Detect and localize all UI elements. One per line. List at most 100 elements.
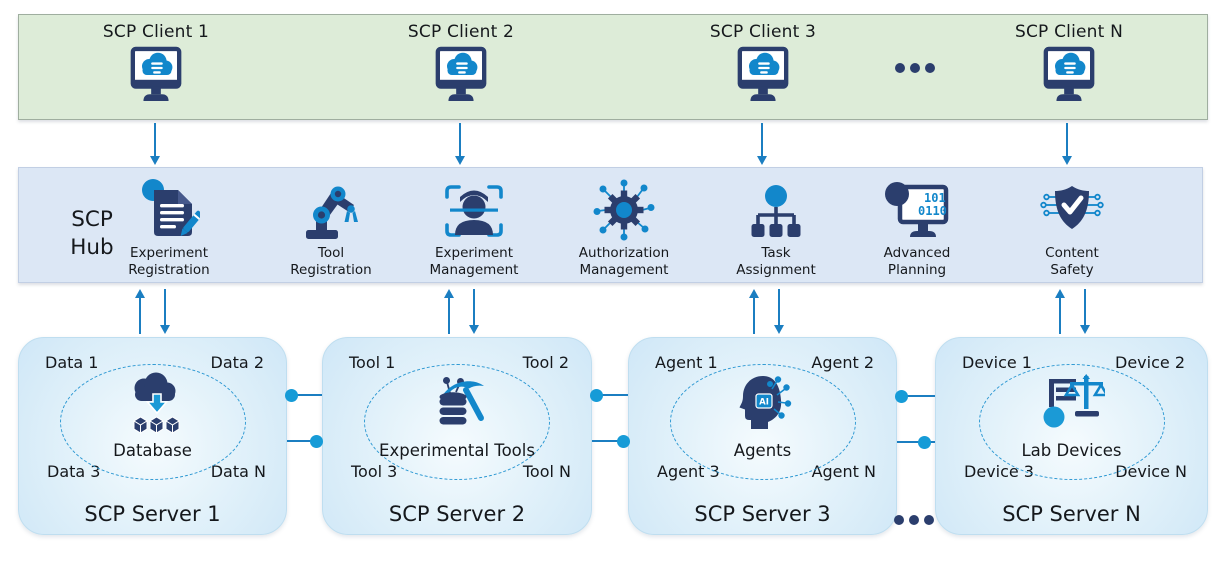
server-corner-label: Data 2 <box>210 353 264 372</box>
face-scan-icon <box>442 174 506 242</box>
client-label: SCP Client 3 <box>709 22 817 42</box>
server3-serverN-link-top <box>897 395 935 398</box>
server-corner-label: Data 3 <box>47 462 101 481</box>
client-node-2: SCP Client 2 <box>376 22 546 102</box>
hub-item-advanced-planning: 101 0110 Advanced Planning <box>842 174 992 280</box>
server1-to-hub-arrow <box>134 289 145 334</box>
gear-network-icon <box>592 174 656 242</box>
dashed-ellipse <box>59 364 246 480</box>
hub-item-authorization-management: Authorization Management <box>549 174 699 280</box>
server-box-3: Agent 1 Agent 2 Agent 3 Agent N AI Agent… <box>628 337 897 535</box>
hub-item-content-safety: Content Safety <box>997 174 1147 280</box>
hub-item-label: Advanced Planning <box>883 245 951 279</box>
server-title: SCP Server N <box>1002 502 1141 526</box>
server-corner-label: Data N <box>210 462 266 481</box>
org-hierarchy-icon <box>747 174 805 242</box>
more-servers-ellipsis-icon <box>894 515 934 525</box>
server2-server3-link-bottom <box>592 440 628 443</box>
client3-to-hub-arrow <box>756 123 767 165</box>
server-corner-label: Tool 1 <box>349 353 396 372</box>
server3-to-hub-arrow <box>748 289 759 334</box>
server-corner-label: Agent 1 <box>655 353 718 372</box>
client1-to-hub-arrow <box>149 123 160 165</box>
hub-item-experiment-management: Experiment Management <box>399 174 549 280</box>
hub-item-tool-registration: Tool Registration <box>256 174 406 280</box>
clients-band: SCP Client 1 SCP Client 2 SCP Cl <box>18 14 1208 120</box>
cloud-database-icon <box>19 371 286 437</box>
ai-head-icon: AI <box>629 371 896 433</box>
hub-band: SCP Hub Experiment Registration <box>18 167 1203 283</box>
hub-item-task-assignment: Task Assignment <box>701 174 851 280</box>
link-endpoint-dot <box>590 389 603 402</box>
server1-server2-link-bottom <box>287 440 322 443</box>
hub-item-label: Tool Registration <box>290 245 372 279</box>
hub-to-server1-arrow <box>159 289 170 334</box>
hub-item-label: Authorization Management <box>578 245 670 279</box>
server-center-label: Database <box>113 441 192 460</box>
server-corner-label: Agent N <box>811 462 876 481</box>
server-corner-label: Agent 2 <box>811 353 874 372</box>
svg-text:AI: AI <box>759 398 769 408</box>
monitor-cloud-icon <box>435 46 487 102</box>
link-endpoint-dot <box>918 436 931 449</box>
hub-to-server2-arrow <box>468 289 479 334</box>
server-box-1: Data 1 Data 2 Data 3 Data N Database SCP… <box>18 337 287 535</box>
client-label: SCP Client N <box>1014 22 1124 42</box>
server-corner-label: Device N <box>1115 462 1187 481</box>
shield-check-icon <box>1039 174 1105 242</box>
robot-arm-icon <box>300 174 362 242</box>
server1-server2-link-top <box>287 394 322 397</box>
server3-serverN-link-bottom <box>897 441 935 444</box>
server-title: SCP Server 3 <box>694 502 831 526</box>
server-corner-label: Tool N <box>522 462 571 481</box>
server2-server3-link-top <box>592 394 628 397</box>
server-title: SCP Server 2 <box>388 502 526 526</box>
svg-text:101: 101 <box>924 191 946 205</box>
lab-scale-icon <box>936 371 1207 431</box>
hub-item-label: Content Safety <box>1045 245 1099 279</box>
hub-title: SCP Hub <box>49 206 135 263</box>
server-center-label: Lab Devices <box>1021 441 1122 460</box>
hub-item-label: Experiment Registration <box>128 245 210 279</box>
link-endpoint-dot <box>895 390 908 403</box>
link-endpoint-dot <box>310 435 323 448</box>
svg-text:0110: 0110 <box>918 204 947 218</box>
monitor-cloud-icon <box>737 46 789 102</box>
hub-item-label: Task Assignment <box>736 245 816 279</box>
server-corner-label: Device 1 <box>962 353 1032 372</box>
dashed-ellipse <box>669 364 856 480</box>
serverN-to-hub-arrow <box>1054 289 1065 334</box>
server-corner-label: Tool 3 <box>351 462 398 481</box>
client-node-n: SCP Client N <box>984 22 1154 102</box>
hub-item-experiment-registration: Experiment Registration <box>94 174 244 280</box>
hub-item-label: Experiment Management <box>429 245 519 279</box>
hub-to-serverN-arrow <box>1079 289 1090 334</box>
link-endpoint-dot <box>285 389 298 402</box>
hub-title-line1: SCP <box>71 207 113 232</box>
server-center-label: Agents <box>733 441 792 460</box>
server-box-n: Device 1 Device 2 Device 3 Device N <box>935 337 1208 535</box>
link-endpoint-dot <box>617 435 630 448</box>
dashed-ellipse <box>978 364 1165 480</box>
client2-to-hub-arrow <box>454 123 465 165</box>
client-node-3: SCP Client 3 <box>678 22 848 102</box>
client-label: SCP Client 2 <box>407 22 515 42</box>
monitor-cloud-icon <box>1043 46 1095 102</box>
server2-to-hub-arrow <box>443 289 454 334</box>
clientN-to-hub-arrow <box>1061 123 1072 165</box>
dashed-ellipse <box>364 364 550 480</box>
server-center-label: Experimental Tools <box>379 441 535 460</box>
monitor-binary-icon: 101 0110 <box>884 174 950 242</box>
server-title: SCP Server 1 <box>84 502 221 526</box>
server-corner-label: Data 1 <box>45 353 99 372</box>
client-node-1: SCP Client 1 <box>71 22 241 102</box>
server-corner-label: Device 2 <box>1115 353 1185 372</box>
hub-to-server3-arrow <box>773 289 784 334</box>
more-clients-ellipsis-icon <box>895 63 935 73</box>
client-label: SCP Client 1 <box>102 22 210 42</box>
server-box-2: Tool 1 Tool 2 Tool 3 Tool N Experim <box>322 337 592 535</box>
hub-title-line2: Hub <box>70 235 114 261</box>
document-pencil-icon <box>138 174 200 242</box>
server-corner-label: Tool 2 <box>522 353 569 372</box>
